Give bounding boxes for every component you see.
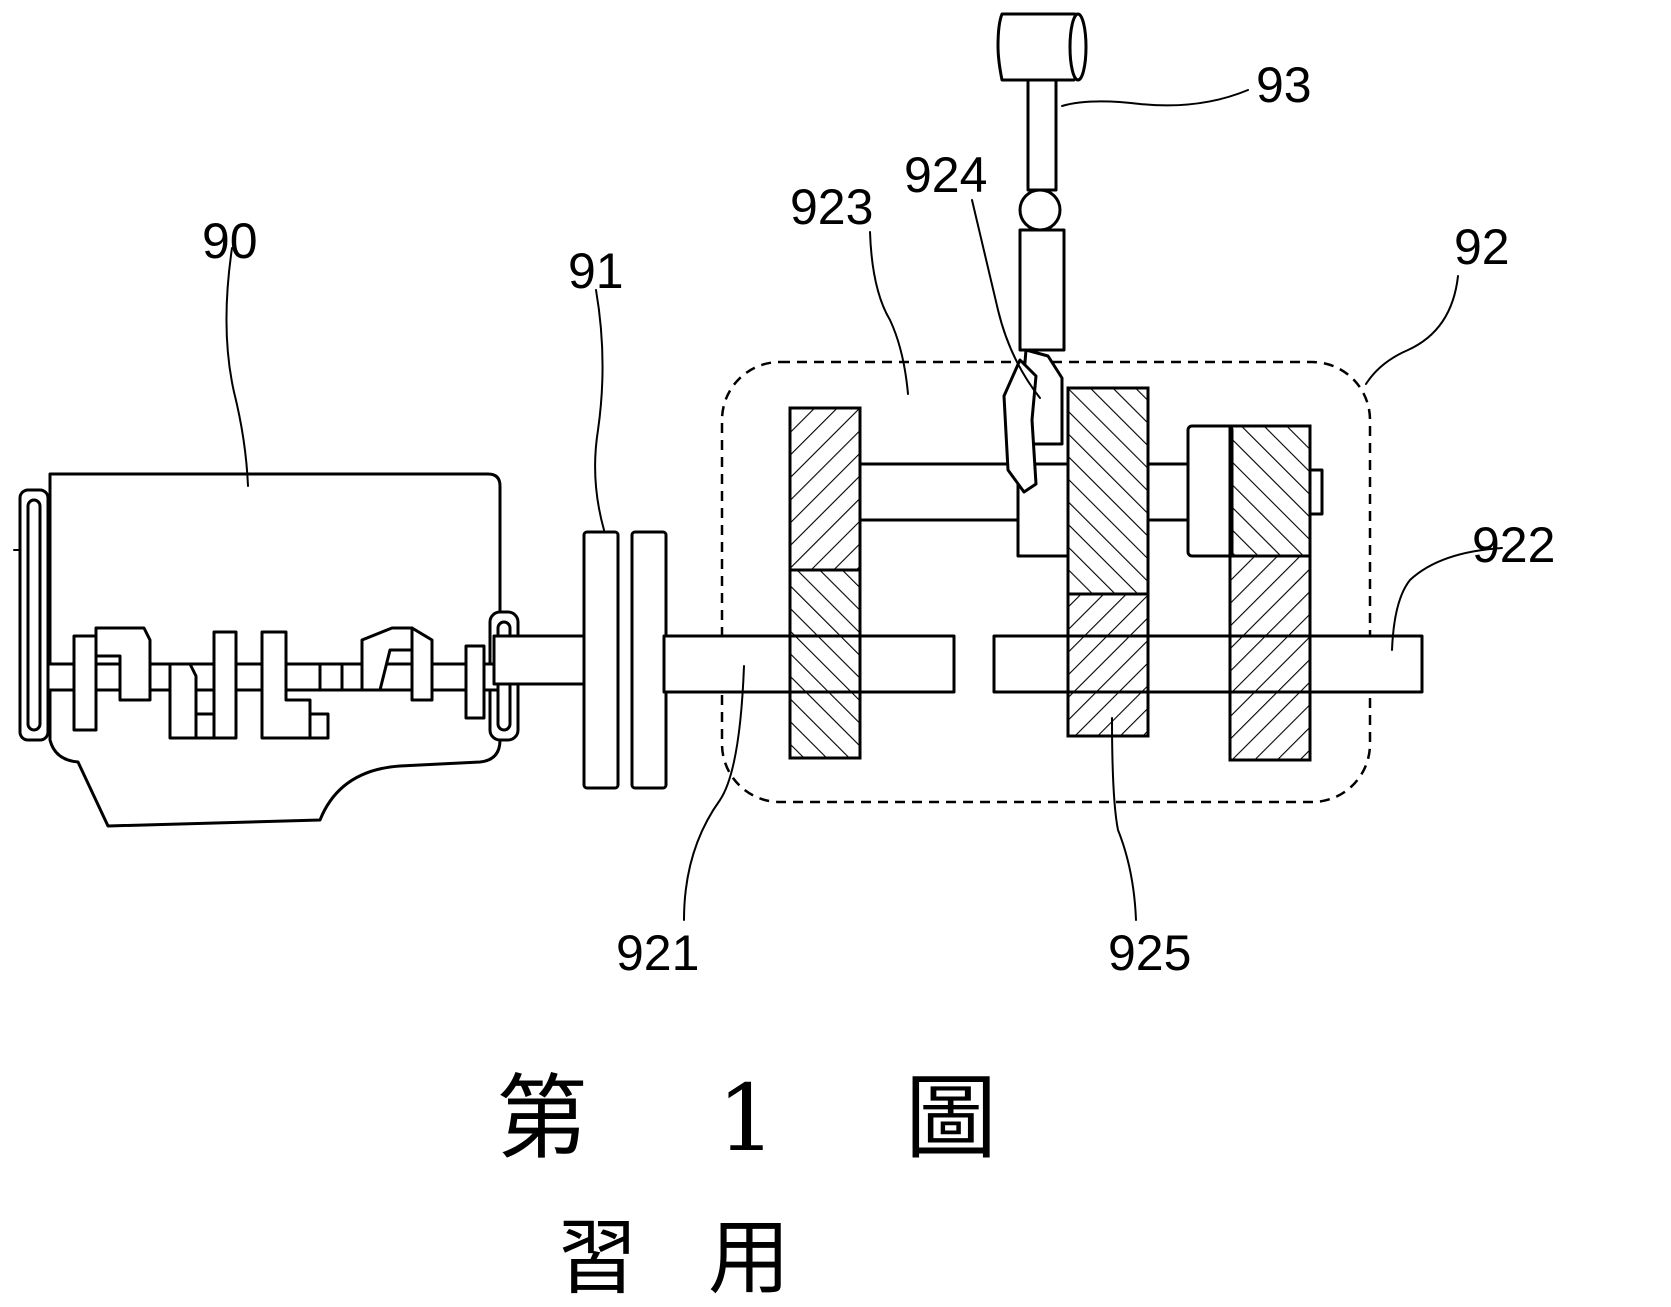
shift-fork: [1002, 348, 1064, 494]
label-countershaft: 923: [790, 179, 873, 235]
label-gear: 925: [1108, 925, 1191, 981]
engine: [13, 472, 520, 828]
reference-labels: 90 91 92 93 921 922 923 924 925: [202, 57, 1555, 981]
gearbox-housing-outline: [720, 360, 1372, 804]
label-input-shaft: 921: [616, 925, 699, 981]
gear-925: [1066, 386, 1150, 738]
label-shift-lever: 93: [1256, 57, 1312, 113]
gearbox: [662, 360, 1424, 804]
gear-right: [1228, 424, 1312, 762]
countershaft: [858, 462, 1022, 522]
clutch: [492, 530, 668, 790]
label-gearbox: 92: [1454, 219, 1510, 275]
label-engine: 90: [202, 213, 258, 269]
figure-subcaption: 習用: [556, 1211, 860, 1306]
label-clutch: 91: [568, 243, 624, 299]
label-output-shaft: 922: [1472, 517, 1555, 573]
output-shaft: [992, 634, 1424, 694]
figure-caption: 第 1 圖: [496, 1065, 1047, 1172]
label-shift-fork: 924: [904, 147, 987, 203]
leader-lines: [225, 89, 1503, 921]
gear-left: [788, 406, 862, 760]
crankshaft: [46, 626, 500, 740]
shift-lever: [996, 12, 1088, 352]
